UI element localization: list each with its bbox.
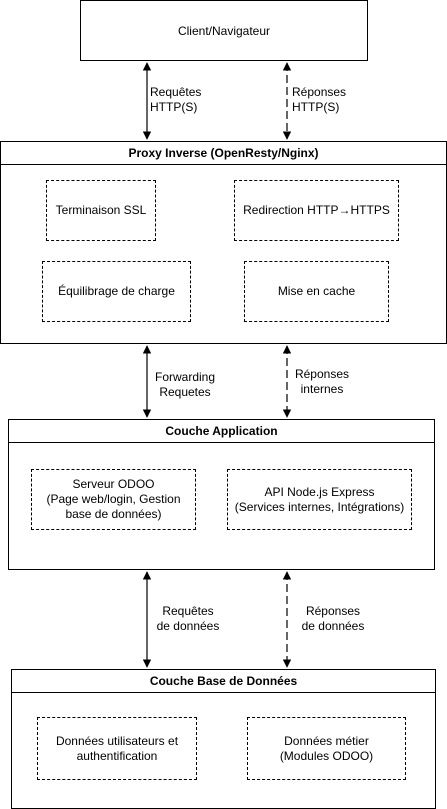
proxy-app-forward-label: Forwarding Requetes (150, 370, 220, 400)
odoo-server-box: Serveur ODOO (Page web/login, Gestion ba… (31, 469, 196, 530)
user-auth-data-box: Données utilisateurs et authentification (37, 717, 197, 780)
client-proxy-response-label: Réponses HTTP(S) (292, 85, 362, 115)
nodejs-api-box: API Node.js Express (Services internes, … (227, 469, 412, 530)
caching-box: Mise en cache (244, 261, 389, 322)
business-data-box: Données métier (Modules ODOO) (247, 717, 406, 780)
client-proxy-request-label: Requêtes HTTP(S) (150, 85, 210, 115)
app-db-response-label: Réponses de données (297, 604, 369, 634)
load-balancing-box: Équilibrage de charge (42, 261, 191, 322)
database-layer-container: Couche Base de Données Données utilisate… (11, 669, 436, 809)
ssl-termination-box: Terminaison SSL (46, 180, 156, 241)
client-browser-box: Client/Navigateur (80, 0, 368, 61)
app-db-request-label: Requêtes de données (152, 604, 224, 634)
application-layer-title: Couche Application (9, 420, 434, 443)
reverse-proxy-container: Proxy Inverse (OpenResty/Nginx) Terminai… (0, 141, 447, 344)
proxy-app-response-label: Réponses internes (291, 367, 353, 397)
client-browser-label: Client/Navigateur (177, 23, 271, 38)
database-layer-title: Couche Base de Données (12, 670, 435, 693)
http-https-redirect-box: Redirection HTTP→HTTPS (234, 180, 399, 241)
application-layer-container: Couche Application Serveur ODOO (Page we… (8, 419, 435, 570)
reverse-proxy-title: Proxy Inverse (OpenResty/Nginx) (1, 142, 446, 165)
